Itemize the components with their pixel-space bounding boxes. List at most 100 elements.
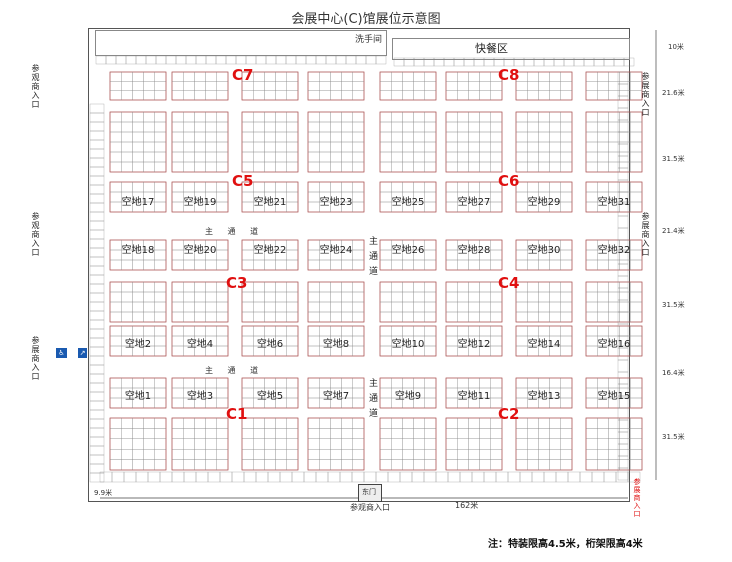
empty-block-label: 空地32 xyxy=(597,245,631,256)
booth-cell xyxy=(402,438,414,450)
booth-cell xyxy=(264,311,276,323)
booth-cell xyxy=(413,81,425,91)
booth-cell xyxy=(307,417,320,429)
top-booth xyxy=(225,55,237,65)
bottom-booth xyxy=(195,471,209,483)
booth-cell xyxy=(597,417,609,429)
booth-cell xyxy=(560,151,573,163)
bottom-booth xyxy=(375,471,389,483)
booth-cell xyxy=(171,181,184,193)
booth-cell xyxy=(341,428,353,439)
booth-cell xyxy=(352,459,365,471)
booth-cell xyxy=(585,131,598,143)
booth-cell xyxy=(253,377,265,389)
top-booth xyxy=(453,57,465,67)
booth-cell xyxy=(630,459,643,471)
booth-cell xyxy=(402,325,414,337)
booth-cell xyxy=(286,397,299,409)
booth-cell xyxy=(241,428,254,439)
food-label: 快餐区 xyxy=(475,42,508,55)
booth-cell xyxy=(154,345,167,357)
booth-cell xyxy=(275,90,287,101)
booth-cell xyxy=(264,449,276,460)
booth-cell xyxy=(307,459,320,471)
empty-block-label: 空地27 xyxy=(457,197,491,208)
booth-cell xyxy=(121,459,133,471)
booth-cell xyxy=(597,90,609,101)
booth-cell xyxy=(527,81,539,91)
booth-cell xyxy=(515,311,528,323)
booth-cell xyxy=(549,459,561,471)
booth-cell xyxy=(457,71,469,82)
booth-cell xyxy=(445,81,458,91)
top-booth xyxy=(403,57,415,67)
booth-cell xyxy=(286,377,299,389)
booth-cell xyxy=(630,377,643,389)
booth-cell xyxy=(391,71,403,82)
booth-cell xyxy=(154,259,167,271)
booth-cell xyxy=(341,459,353,471)
accessibility-icon: ↗ xyxy=(78,348,87,358)
booth-cell xyxy=(445,449,458,460)
booth-cell xyxy=(457,90,469,101)
booth-cell xyxy=(216,71,229,82)
booth-cell xyxy=(241,131,254,143)
booth-cell xyxy=(560,259,573,271)
booth-cell xyxy=(194,151,206,163)
booth-cell xyxy=(264,111,276,123)
booth-cell xyxy=(468,449,480,460)
booth-cell xyxy=(275,121,287,133)
side-booth xyxy=(89,112,105,123)
booth-cell xyxy=(560,81,573,91)
booth-cell xyxy=(154,459,167,471)
booth-cell xyxy=(330,81,342,91)
booth-cell xyxy=(341,141,353,153)
side-booth xyxy=(89,319,105,330)
booth-cell xyxy=(538,151,550,163)
top-booth xyxy=(215,55,227,65)
booth-cell xyxy=(468,141,480,153)
booth-cell xyxy=(445,111,458,123)
booth-cell xyxy=(379,428,392,439)
booth-cell xyxy=(352,81,365,91)
booth-cell xyxy=(549,311,561,323)
booth-cell xyxy=(205,90,217,101)
booth-cell xyxy=(490,201,503,213)
booth-cell xyxy=(597,291,609,303)
empty-block-label: 空地18 xyxy=(121,245,155,256)
booth-cell xyxy=(597,377,609,389)
booth-cell xyxy=(319,121,331,133)
booth-cell xyxy=(515,90,528,101)
booth-cell xyxy=(307,291,320,303)
booth-cell xyxy=(286,438,299,450)
booth-cell xyxy=(597,131,609,143)
booth-cell xyxy=(379,181,392,193)
booth-cell xyxy=(307,131,320,143)
empty-block-label: 空地4 xyxy=(186,339,214,350)
booth-cell xyxy=(171,377,184,389)
booth-cell xyxy=(132,111,144,123)
booth-cell xyxy=(445,141,458,153)
bottom-booth xyxy=(267,471,281,483)
booth-cell xyxy=(109,459,122,471)
booth-cell xyxy=(391,459,403,471)
booth-cell xyxy=(619,281,631,293)
top-booth xyxy=(443,57,455,67)
booth-cell xyxy=(307,90,320,101)
booth-cell xyxy=(424,301,437,313)
booth-cell xyxy=(560,181,573,193)
empty-block-label: 空地6 xyxy=(256,339,284,350)
booth-cell xyxy=(205,259,217,271)
booth-cell xyxy=(490,259,503,271)
booth-cell xyxy=(330,90,342,101)
booth-cell xyxy=(194,121,206,133)
bottom-booth xyxy=(495,471,509,483)
booth-cell xyxy=(154,301,167,313)
booth-cell xyxy=(183,141,195,153)
booth-cell xyxy=(468,438,480,450)
booth-cell xyxy=(630,161,643,173)
booth-cell xyxy=(457,81,469,91)
booth-cell xyxy=(479,377,491,389)
booth-cell xyxy=(538,311,550,323)
bottom-booth xyxy=(615,471,629,483)
